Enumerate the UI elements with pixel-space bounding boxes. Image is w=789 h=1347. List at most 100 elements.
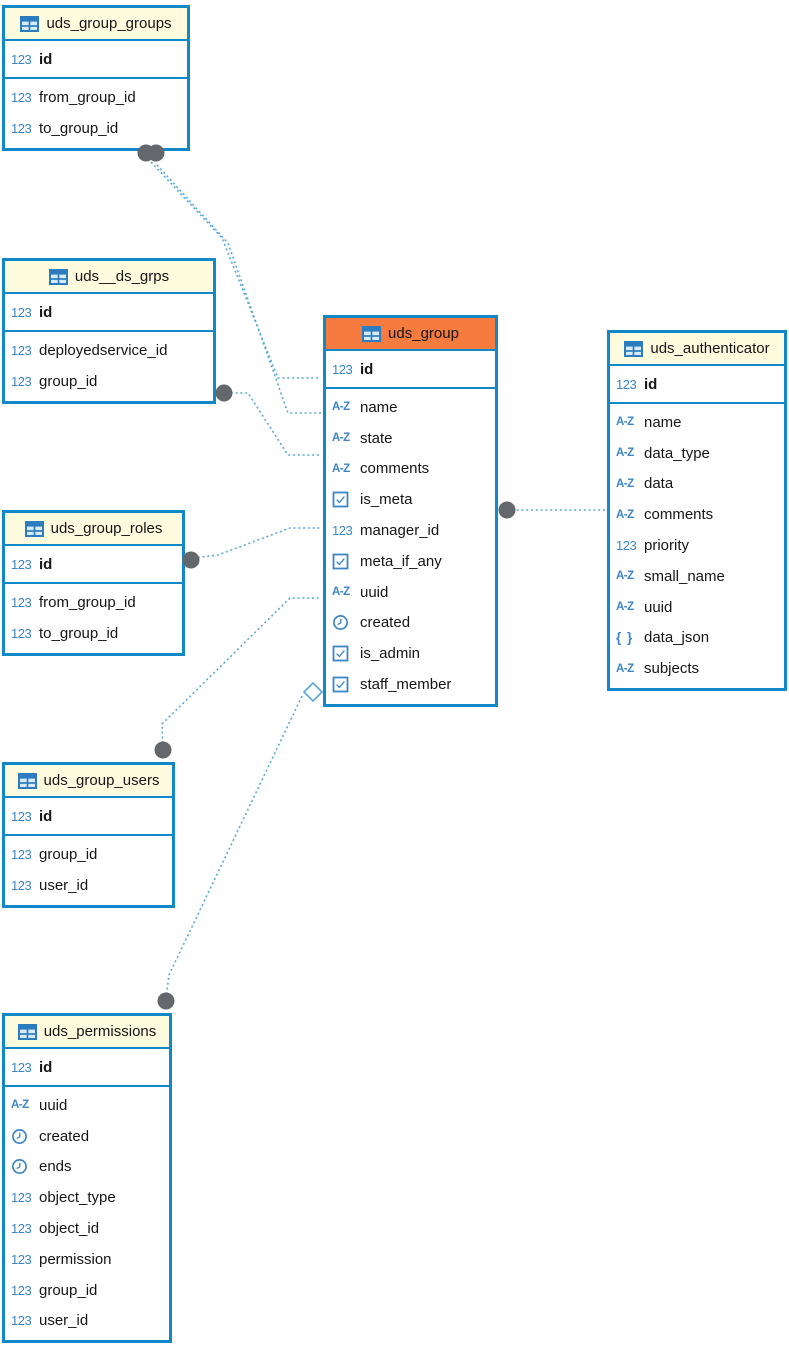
column-row[interactable]: is_admin [326, 638, 495, 669]
text-type-icon: A-Z [616, 601, 634, 614]
numeric-type-icon: 123 [11, 342, 32, 358]
table-icon [48, 268, 68, 285]
column-row[interactable]: A-Z uuid [11, 1096, 68, 1114]
column-row[interactable]: ends [5, 1152, 169, 1183]
column-row[interactable]: 123 id [11, 303, 53, 321]
column-row[interactable]: 123 permission [11, 1250, 112, 1268]
numeric-type-icon: 123 [11, 120, 32, 136]
column-row[interactable]: 123 id [11, 1058, 53, 1076]
column-row[interactable]: A-Z comments [616, 506, 714, 524]
text-type-icon: A-Z [616, 416, 634, 429]
column-row[interactable]: A-Z uuid [616, 598, 673, 616]
boolean-type-icon [332, 553, 360, 570]
db-table-uds_group[interactable]: uds_group 123 id A-Z name A-Z state A-Z … [323, 315, 498, 707]
relationship-endpoint-dot[interactable] [498, 501, 516, 519]
column-row[interactable]: A-Z name [616, 413, 682, 431]
boolean-type-icon [332, 491, 360, 508]
column-row[interactable]: 123 object_type [11, 1189, 116, 1207]
text-type-icon: A-Z [11, 1099, 29, 1112]
db-table-uds_permissions[interactable]: uds_permissions 123 id A-Z uuid created … [2, 1013, 172, 1344]
column-row[interactable]: created [326, 608, 495, 639]
column-row[interactable]: 123 user_id [11, 1312, 89, 1330]
column-row[interactable]: 123 id [11, 555, 53, 573]
column-row[interactable]: A-Z small_name [616, 567, 725, 585]
relationship-line[interactable] [192, 527, 321, 559]
relationship-line[interactable] [226, 392, 321, 456]
numeric-type-icon: 123 [11, 1059, 32, 1075]
column-row[interactable]: A-Z comments [332, 460, 430, 478]
relationship-line[interactable] [161, 597, 321, 749]
fields-section: 123 from_group_id 123 to_group_id [5, 79, 187, 148]
column-row[interactable]: 123 id [616, 375, 658, 393]
relationship-endpoint-dot[interactable] [154, 741, 172, 759]
relationship-line[interactable] [165, 693, 304, 1000]
column-row[interactable]: 123 id [11, 807, 53, 825]
table-header[interactable]: uds__ds_grps [5, 261, 213, 294]
column-row[interactable]: 123 to_group_id [11, 624, 119, 642]
relationship-diamond[interactable] [302, 681, 324, 703]
table-header[interactable]: uds_group_groups [5, 8, 187, 41]
column-row[interactable]: 123 manager_id [332, 522, 440, 540]
text-type-icon: A-Z [332, 401, 350, 414]
db-table-uds_authenticator[interactable]: uds_authenticator 123 id A-Z name A-Z da… [607, 330, 787, 692]
column-row[interactable]: A-Z state [332, 429, 393, 447]
table-header[interactable]: uds_group_roles [5, 513, 182, 546]
text-type-icon: A-Z [616, 447, 634, 460]
numeric-type-icon: 123 [11, 594, 32, 610]
column-row[interactable]: A-Z subjects [616, 660, 700, 678]
db-table-uds_group_roles[interactable]: uds_group_roles 123 id 123 from_group_id… [2, 510, 185, 656]
column-row[interactable]: 123 group_id [11, 845, 98, 863]
relationship-endpoint-dot[interactable] [215, 384, 233, 402]
fields-section: 123 from_group_id 123 to_group_id [5, 584, 182, 653]
column-row[interactable]: 123 deployedservice_id [11, 341, 168, 359]
text-type-icon: A-Z [332, 462, 350, 475]
relationship-endpoint-dot[interactable] [182, 551, 200, 569]
db-table-uds_group_groups[interactable]: uds_group_groups 123 id 123 from_group_i… [2, 5, 190, 151]
table-title: uds_group_users [43, 772, 160, 789]
column-row[interactable]: 123 priority [616, 537, 690, 555]
column-row[interactable]: A-Z name [332, 398, 398, 416]
column-row[interactable]: 123 group_id [11, 1281, 98, 1299]
column-row[interactable]: A-Z data [616, 475, 674, 493]
column-row[interactable]: 123 object_id [11, 1220, 100, 1238]
relationship-endpoint-dot[interactable] [157, 992, 175, 1010]
text-type-icon: A-Z [332, 586, 350, 599]
table-header[interactable]: uds_group_users [5, 765, 172, 798]
text-type-icon: A-Z [616, 477, 634, 490]
numeric-type-icon: 123 [332, 523, 353, 539]
column-row[interactable]: 123 id [332, 360, 374, 378]
column-row[interactable]: meta_if_any [326, 546, 495, 577]
db-table-uds_group_users[interactable]: uds_group_users 123 id 123 group_id 123 … [2, 762, 175, 908]
boolean-type-icon [332, 645, 360, 662]
column-row[interactable]: 123 id [11, 50, 53, 68]
numeric-type-icon: 123 [11, 1282, 32, 1298]
table-title: uds_permissions [43, 1023, 157, 1040]
pk-section: 123 id [5, 546, 182, 584]
column-row[interactable]: A-Z uuid [332, 583, 389, 601]
column-row[interactable]: 123 from_group_id [11, 593, 136, 611]
column-row[interactable]: created [5, 1121, 169, 1152]
db-table-uds__ds_grps[interactable]: uds__ds_grps 123 id 123 deployedservice_… [2, 258, 216, 404]
numeric-type-icon: 123 [11, 1251, 32, 1267]
fields-section: A-Z name A-Z state A-Z comments is_meta … [326, 389, 495, 704]
text-type-icon: A-Z [616, 570, 634, 583]
numeric-type-icon: 123 [11, 808, 32, 824]
text-type-icon: A-Z [616, 662, 634, 675]
column-row[interactable]: 123 user_id [11, 876, 89, 894]
json-type-icon: { } [616, 630, 634, 646]
numeric-type-icon: 123 [11, 877, 32, 893]
datetime-type-icon [11, 1128, 39, 1145]
numeric-type-icon: 123 [332, 361, 353, 377]
table-header[interactable]: uds_group [326, 318, 495, 351]
column-row[interactable]: 123 to_group_id [11, 119, 119, 137]
column-row[interactable]: is_meta [326, 484, 495, 515]
column-row[interactable]: { } data_json [616, 629, 710, 647]
numeric-type-icon: 123 [11, 1313, 32, 1329]
column-row[interactable]: 123 from_group_id [11, 88, 136, 106]
table-header[interactable]: uds_permissions [5, 1016, 169, 1049]
column-row[interactable]: staff_member [326, 669, 495, 700]
table-header[interactable]: uds_authenticator [610, 333, 784, 366]
column-row[interactable]: 123 group_id [11, 372, 98, 390]
column-row[interactable]: A-Z data_type [616, 444, 710, 462]
